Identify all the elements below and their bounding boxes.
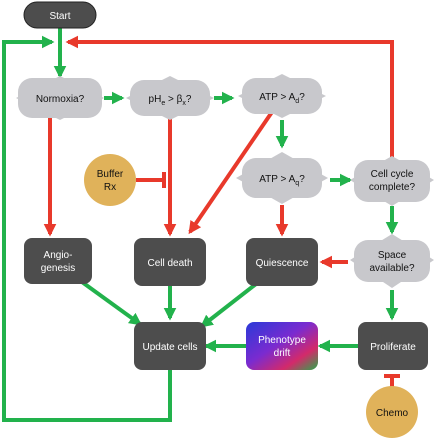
process-cell-death: Cell death bbox=[134, 238, 206, 286]
space-label-line2: available? bbox=[369, 263, 414, 274]
chemo-label: Chemo bbox=[376, 408, 409, 419]
arrow-update-loop bbox=[2, 35, 172, 422]
quiescence-label: Quiescence bbox=[256, 258, 309, 269]
treatment-buffer: Buffer Rx bbox=[84, 154, 136, 206]
update-cells-label: Update cells bbox=[142, 342, 197, 353]
atp-ad-label: ATP > Ad? bbox=[259, 92, 305, 105]
treatment-chemo: Chemo bbox=[366, 386, 418, 438]
ph-label: pHe > βx? bbox=[149, 94, 192, 107]
space-label-line1: Space bbox=[378, 250, 407, 261]
phenotype-drift-label-line2: drift bbox=[274, 348, 291, 359]
arrow-atp-ad-to-cell-death bbox=[188, 110, 274, 235]
decision-cell-cycle: Cell cycle complete? bbox=[350, 156, 434, 206]
start-label: Start bbox=[49, 11, 70, 22]
angiogenesis-label-line2: genesis bbox=[41, 263, 75, 274]
arrow-cell-cycle-loop bbox=[65, 35, 394, 158]
cell-death-label: Cell death bbox=[147, 258, 192, 269]
decision-space: Space available? bbox=[350, 234, 434, 288]
decision-atp-ad: ATP > Ad? bbox=[238, 74, 326, 118]
process-quiescence: Quiescence bbox=[246, 238, 318, 286]
process-proliferate: Proliferate bbox=[358, 322, 428, 370]
connectors bbox=[2, 28, 400, 422]
cell-cycle-label-line2: complete? bbox=[369, 182, 416, 193]
process-phenotype-drift: Phenotype drift bbox=[246, 322, 318, 370]
start-node: Start bbox=[23, 1, 97, 29]
decision-normoxia: Normoxia? bbox=[16, 76, 104, 120]
buffer-label-line1: Buffer bbox=[97, 169, 124, 180]
angiogenesis-label-line1: Angio- bbox=[44, 250, 73, 261]
cell-cycle-label-line1: Cell cycle bbox=[371, 169, 414, 180]
phenotype-drift-label-line1: Phenotype bbox=[258, 335, 306, 346]
proliferate-label: Proliferate bbox=[370, 342, 416, 353]
decision-atp-aq: ATP > Aq? bbox=[236, 152, 328, 204]
buffer-label-line2: Rx bbox=[104, 182, 116, 193]
atp-aq-label: ATP > Aq? bbox=[259, 174, 305, 187]
decision-ph: pHe > βx? bbox=[126, 76, 214, 120]
process-angiogenesis: Angio- genesis bbox=[24, 238, 92, 284]
arrow-angiogenesis-to-update bbox=[80, 280, 143, 326]
arrow-quiescence-to-update bbox=[199, 282, 258, 328]
process-update-cells: Update cells bbox=[134, 322, 206, 370]
normoxia-label: Normoxia? bbox=[36, 94, 85, 105]
